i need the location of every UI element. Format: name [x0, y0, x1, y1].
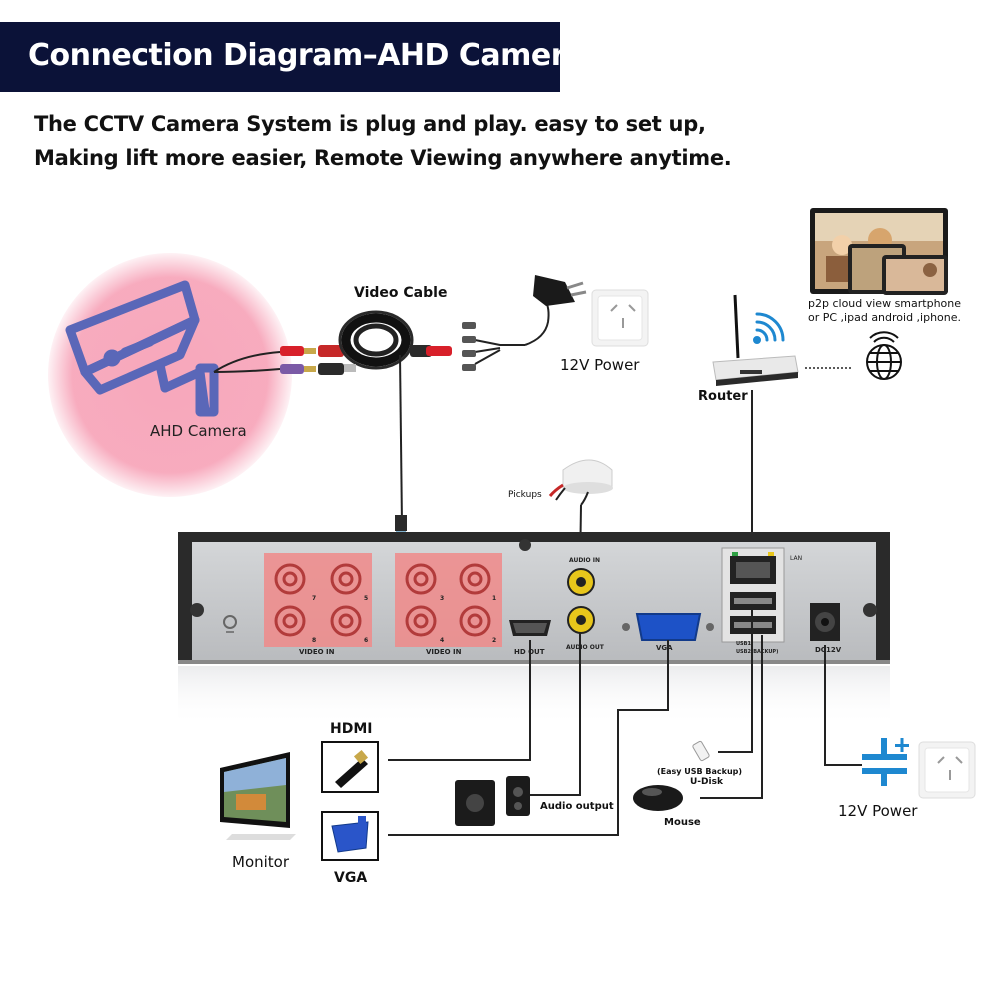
remote-devices-icon [810, 208, 948, 295]
udisk-label: U-Disk [690, 777, 723, 787]
bnc-num-8: 8 [312, 637, 317, 644]
audio-in-label: AUDIO IN [569, 557, 600, 564]
bnc-num-1: 1 [492, 595, 497, 602]
audio-in-port [567, 568, 595, 596]
pickups-label: Pickups [508, 490, 542, 500]
mouse-icon [633, 785, 683, 811]
bnc-num-6: 6 [364, 637, 369, 644]
vga-line [388, 640, 669, 836]
intro-line-2: Making lift more easier, Remote Viewing … [34, 146, 732, 170]
video-in-highlight-right [395, 553, 502, 647]
usb-disk-line [718, 610, 753, 753]
power-splitter [462, 299, 550, 371]
globe-icon [866, 331, 902, 380]
p2p-line-2: or PC ,ipad android ,iphone. [808, 311, 962, 324]
bnc-num-2: 2 [492, 637, 497, 644]
hd-out-label: HD OUT [514, 648, 545, 656]
usb2-label: USB2(BACKUP) [736, 649, 779, 655]
audio-out-line [530, 633, 581, 796]
lan-label: LAN [790, 555, 803, 562]
vga-cable-box [321, 811, 379, 861]
mouse-line [700, 635, 763, 799]
power-plus-minus-icon [862, 738, 909, 786]
video-cable-label: Video Cable [354, 285, 448, 301]
hdmi-line [388, 640, 531, 761]
ahd-camera-label: AHD Camera [150, 422, 247, 440]
power-right-label: 12V Power [838, 802, 918, 820]
bnc-ports [274, 563, 491, 637]
power-line-right [824, 645, 862, 766]
vga-port [622, 613, 714, 641]
hdmi-label: HDMI [330, 721, 373, 737]
intro-line-1: The CCTV Camera System is plug and play.… [34, 112, 706, 136]
video-in-left-label: VIDEO IN [299, 648, 335, 656]
monitor-icon [220, 752, 296, 840]
vga-label: VGA [334, 870, 368, 886]
video-cable-coil [318, 310, 452, 375]
power-adapter-icon [533, 275, 587, 306]
wifi-icon [753, 312, 785, 344]
title-bar [0, 22, 560, 92]
router-label: Router [698, 389, 748, 404]
hdmi-cable-box [321, 741, 379, 793]
audio-output-label: Audio output [540, 801, 614, 812]
speakers-icon [455, 776, 530, 826]
vga-port-label: VGA [656, 644, 673, 652]
audio-out-port [567, 606, 595, 634]
dc-power-port [810, 603, 840, 641]
bnc-num-4: 4 [440, 637, 445, 644]
power-top-label: 12V Power [560, 356, 640, 374]
page-title: Connection Diagram–AHD Camera [28, 38, 585, 73]
monitor-label: Monitor [232, 853, 290, 871]
mouse-label: Mouse [664, 817, 701, 828]
pickup-microphone-icon [548, 459, 613, 506]
hdmi-port [509, 620, 551, 636]
camera-pigtail [213, 346, 316, 374]
bnc-num-7: 7 [312, 595, 317, 602]
bnc-num-3: 3 [440, 595, 445, 602]
audio-out-label: AUDIO OUT [566, 644, 604, 651]
usb1-label: USB1 [736, 641, 751, 647]
dc12v-label: DC12V [815, 646, 842, 654]
router-icon [712, 294, 799, 386]
ahd-camera-icon [65, 280, 219, 417]
power-outlet-top [591, 289, 649, 347]
video-cable-line [399, 354, 403, 526]
video-in-right-label: VIDEO IN [426, 648, 462, 656]
power-outlet-right [918, 741, 976, 799]
usb-backup-label: (Easy USB Backup) [657, 767, 743, 776]
usb-disk-icon [692, 740, 710, 762]
bnc-num-5: 5 [364, 595, 369, 602]
p2p-line-1: p2p cloud view smartphone [808, 297, 962, 310]
